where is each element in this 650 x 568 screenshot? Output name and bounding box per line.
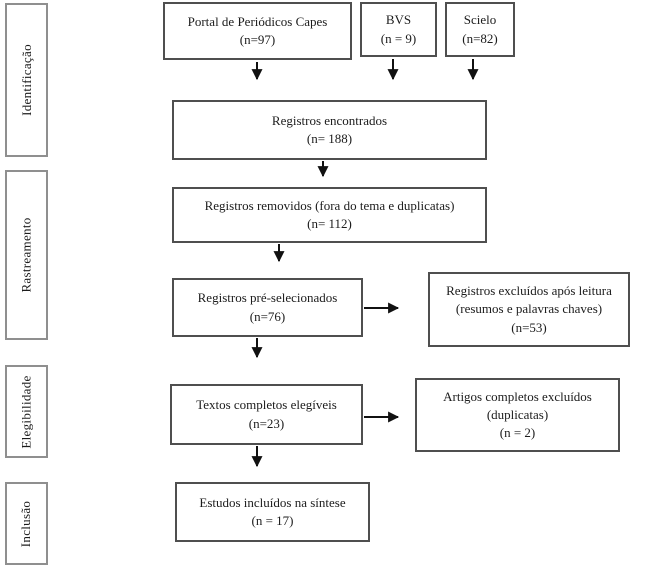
box-registros-pre-selecionados: Registros pré-selecionados (n=76): [172, 278, 363, 337]
box-title: Registros pré-selecionados: [197, 290, 338, 306]
stage-label-text: Identificação: [18, 44, 34, 116]
box-count: (n=97): [239, 32, 276, 47]
box-title: Textos completos elegíveis: [196, 397, 337, 413]
box-registros-excluidos-apos-leitura: Registros excluídos após leitura (resumo…: [428, 272, 630, 347]
box-registros-removidos: Registros removidos (fora do tema e dupl…: [172, 187, 487, 243]
box-title: Scielo: [463, 12, 497, 28]
box-title: Registros removidos (fora do tema e dupl…: [204, 197, 455, 213]
box-count: (n= 112): [307, 216, 352, 231]
box-count: (n=23): [248, 415, 285, 431]
box-count: (n=76): [249, 308, 286, 324]
box-count: (n = 17): [251, 513, 294, 528]
box-subtitle: (resumos e palavras chaves): [455, 301, 603, 317]
box-textos-completos-elegiveis: Textos completos elegíveis (n=23): [170, 384, 363, 445]
box-count: (n= 188): [306, 131, 353, 146]
stage-label-text: Elegibilidade: [18, 374, 34, 449]
source-box-capes: Portal de Periódicos Capes (n=97): [163, 2, 352, 60]
box-count: (n = 2): [499, 425, 536, 441]
box-title: Portal de Periódicos Capes: [187, 13, 328, 29]
stage-label-text: Rastreamento: [18, 217, 34, 293]
box-count: (n=82): [462, 30, 498, 46]
box-count: (n = 9): [380, 30, 417, 46]
stage-label-rastreamento: Rastreamento: [5, 170, 48, 340]
box-estudos-incluidos: Estudos incluídos na síntese (n = 17): [175, 482, 370, 542]
box-artigos-completos-excluidos: Artigos completos excluídos (duplicatas)…: [415, 378, 620, 452]
box-title: Estudos incluídos na síntese: [199, 494, 346, 510]
box-subtitle: (duplicatas): [486, 406, 549, 422]
stage-label-text: Inclusão: [18, 500, 34, 547]
box-title: Artigos completos excluídos: [443, 388, 592, 404]
source-box-scielo: Scielo (n=82): [445, 2, 515, 57]
stage-label-elegibilidade: Elegibilidade: [5, 365, 48, 458]
stage-label-identificacao: Identificação: [5, 3, 48, 157]
stage-label-inclusao: Inclusão: [5, 482, 48, 565]
box-count: (n=53): [511, 319, 547, 335]
box-title: BVS: [385, 12, 412, 28]
box-title: Registros encontrados: [271, 112, 388, 128]
box-registros-encontrados: Registros encontrados (n= 188): [172, 100, 487, 160]
box-title: Registros excluídos após leitura: [446, 283, 612, 299]
source-box-bvs: BVS (n = 9): [360, 2, 437, 57]
